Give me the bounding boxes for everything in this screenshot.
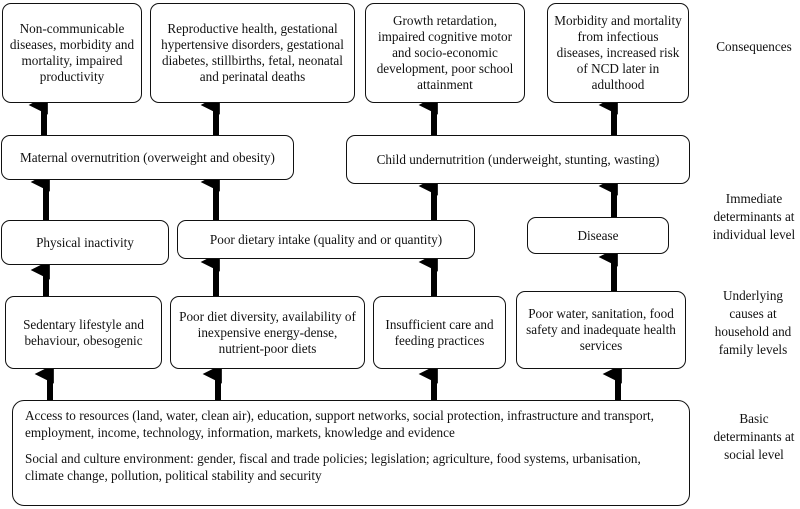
child-undernutrition: Child undernutrition (underweight, stunt…	[346, 135, 690, 184]
consequence-growth: Growth retardation, impaired cognitive m…	[365, 3, 525, 103]
consequence-infectious-text: Morbidity and mortality from infectious …	[554, 13, 682, 92]
access-to-resources-text: Access to resources (land, water, clean …	[25, 408, 654, 440]
disease-text: Disease	[577, 227, 619, 243]
poor-diet-diversity: Poor diet diversity, availability of ine…	[170, 296, 365, 369]
maternal-overnutrition-text: Maternal overnutrition (overweight and o…	[20, 149, 275, 165]
poor-water-sanitation: Poor water, sanitation, food safety and …	[516, 291, 686, 369]
label-immediate: Immediate determinants at individual lev…	[712, 191, 796, 242]
child-undernutrition-text: Child undernutrition (underweight, stunt…	[376, 151, 660, 167]
consequence-infectious: Morbidity and mortality from infectious …	[547, 3, 689, 103]
poor-water-sanitation-text: Poor water, sanitation, food safety and …	[526, 306, 676, 353]
consequence-growth-text: Growth retardation, impaired cognitive m…	[376, 13, 514, 92]
label-consequences: Consequences	[716, 39, 792, 54]
physical-inactivity: Physical inactivity	[1, 220, 169, 265]
consequence-ncd: Non-communicable diseases, morbidity and…	[2, 3, 142, 103]
label-underlying: Underlying causes at household and famil…	[714, 288, 792, 357]
poor-dietary-intake-text: Poor dietary intake (quality and or quan…	[209, 231, 443, 247]
poor-diet-diversity-text: Poor diet diversity, availability of ine…	[179, 308, 356, 356]
insufficient-care-text: Insufficient care and feeding practices	[385, 316, 494, 348]
poor-dietary-intake: Poor dietary intake (quality and or quan…	[177, 220, 475, 259]
physical-inactivity-text: Physical inactivity	[36, 234, 134, 250]
disease: Disease	[527, 217, 669, 254]
consequence-ncd-text: Non-communicable diseases, morbidity and…	[9, 21, 135, 84]
insufficient-care: Insufficient care and feeding practices	[373, 296, 506, 369]
sedentary-lifestyle-text: Sedentary lifestyle and behaviour, obeso…	[23, 316, 144, 348]
label-basic: Basic determinants at social level	[713, 411, 795, 462]
consequence-reproductive: Reproductive health, gestational hyperte…	[150, 3, 355, 103]
maternal-overnutrition: Maternal overnutrition (overweight and o…	[1, 135, 294, 180]
sedentary-lifestyle: Sedentary lifestyle and behaviour, obeso…	[5, 296, 162, 369]
consequence-reproductive-text: Reproductive health, gestational hyperte…	[161, 21, 344, 84]
basic-determinants-box: Access to resources (land, water, clean …	[12, 400, 690, 506]
social-environment-text: Social and culture environment: gender, …	[25, 451, 641, 483]
